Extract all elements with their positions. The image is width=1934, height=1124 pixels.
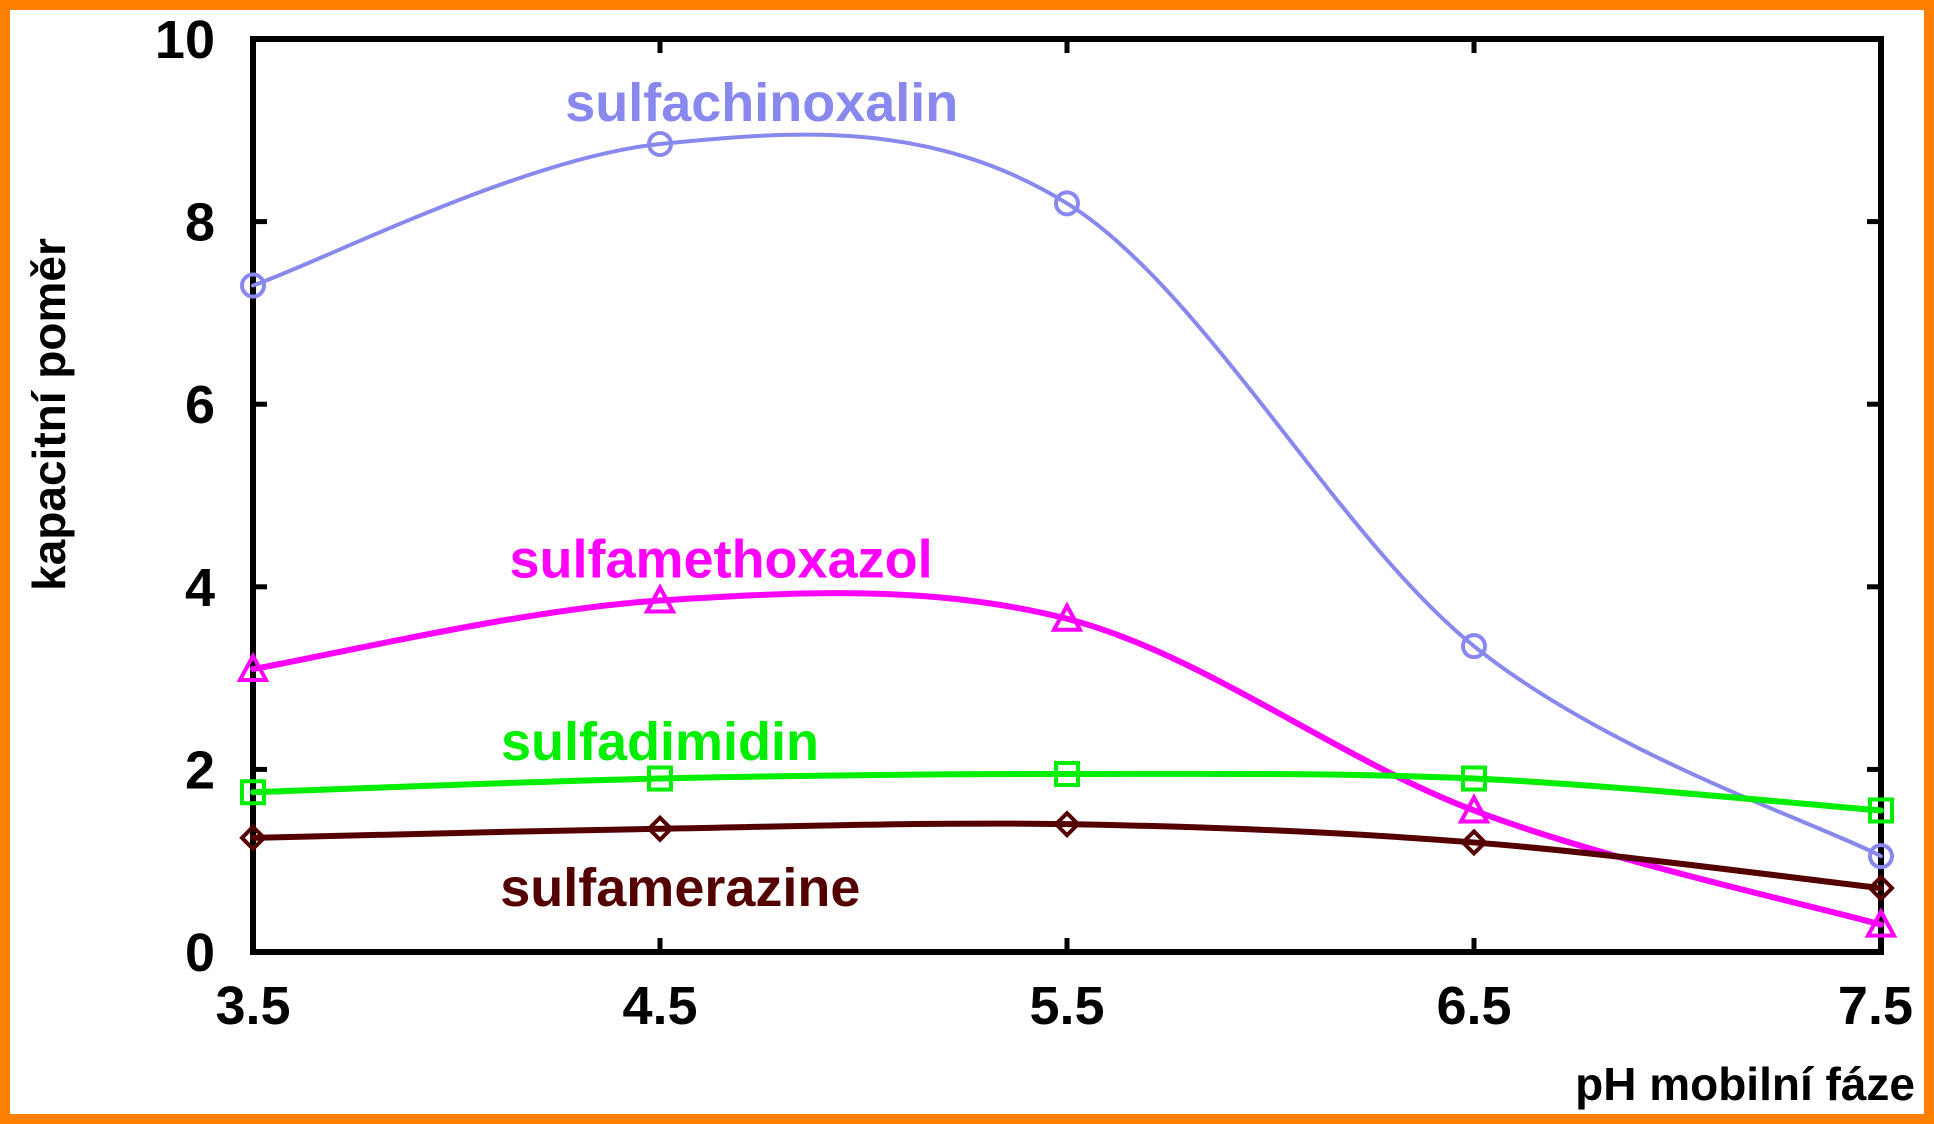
data-point-sulfamerazine (1053, 810, 1081, 839)
y-axis-label: kapacitní poměr (23, 238, 75, 591)
data-point-sulfadimidin (240, 779, 266, 806)
data-point-sulfamethoxazol (236, 651, 270, 682)
data-point-sulfamethoxazol (1864, 907, 1898, 938)
series-label-sulfamethoxazol: sulfamethoxazol (510, 529, 933, 589)
series-labels: sulfachinoxalin sulfamethoxazol sulfadimid… (500, 73, 958, 918)
data-point-sulfachinoxalin (240, 272, 266, 299)
series-line-sulfamerazine (250, 820, 1884, 892)
data-point-sulfachinoxalin (1868, 843, 1894, 870)
data-point-sulfamerazine (239, 824, 267, 852)
data-point-sulfamethoxazol (1457, 793, 1491, 824)
x-tick-label: 3.5 (215, 976, 290, 1036)
data-point-sulfamethoxazol (1050, 601, 1084, 632)
y-tick-label: 2 (185, 740, 215, 800)
series-label-sulfachinoxalin: sulfachinoxalin (565, 73, 958, 133)
series-lines (236, 130, 1898, 938)
series-sulfadimidin (240, 760, 1894, 824)
y-tick-label: 8 (185, 193, 215, 253)
y-tick-label: 4 (185, 558, 215, 618)
data-point-sulfachinoxalin (647, 130, 673, 157)
x-tick-label: 6.5 (1436, 976, 1511, 1036)
x-tick-label: 4.5 (622, 976, 697, 1036)
series-line-sulfadimidin (250, 770, 1884, 814)
tick-labels: 0 2 4 6 8 10 3.5 4.5 5.5 6.5 7.5 (155, 10, 1913, 1036)
data-point-sulfamerazine (646, 814, 674, 843)
axes (250, 36, 1884, 955)
series-sulfamerazine (239, 810, 1895, 902)
series-line-sulfachinoxalin (251, 132, 1883, 859)
data-point-sulfadimidin (1868, 797, 1894, 824)
data-point-sulfadimidin (1054, 760, 1080, 787)
y-tick-label: 6 (185, 375, 215, 435)
y-tick-label: 10 (155, 10, 215, 70)
series-line-sulfamethoxazol (250, 590, 1884, 928)
data-point-sulfachinoxalin (1461, 633, 1487, 660)
x-tick-label: 5.5 (1029, 976, 1104, 1036)
data-point-sulfadimidin (1461, 765, 1487, 792)
data-point-sulfamerazine (1867, 874, 1895, 902)
data-point-sulfachinoxalin (1054, 190, 1080, 217)
series-sulfachinoxalin (240, 130, 1894, 870)
series-label-sulfamerazine: sulfamerazine (500, 858, 860, 918)
series-label-sulfadimidin: sulfadimidin (501, 712, 819, 772)
x-axis-label: pH mobilní fáze (1575, 1058, 1915, 1110)
data-point-sulfadimidin (647, 765, 673, 792)
data-point-sulfamethoxazol (643, 583, 677, 614)
y-tick-label: 0 (185, 923, 215, 983)
x-tick-label: 7.5 (1838, 976, 1913, 1036)
data-point-sulfamerazine (1460, 828, 1488, 857)
